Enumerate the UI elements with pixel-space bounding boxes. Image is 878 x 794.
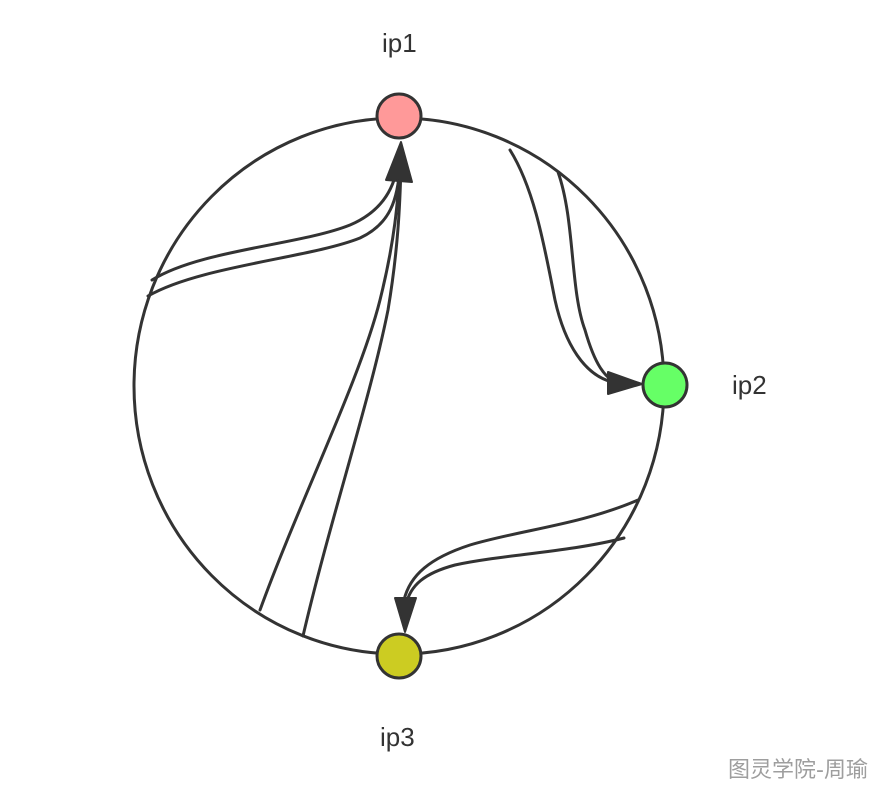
watermark: 图灵学院-周瑜 xyxy=(728,758,868,783)
flow-line xyxy=(508,148,614,384)
flow-line xyxy=(146,163,402,298)
node-label-ip1: ip1 xyxy=(382,28,417,58)
arrow-to-ip1 xyxy=(385,141,413,183)
node-ip3 xyxy=(375,632,423,680)
node-ip2 xyxy=(641,361,689,409)
flow-line xyxy=(301,163,403,638)
node-ip1 xyxy=(375,92,423,140)
flow-lower-right-arc-to-ip3 xyxy=(402,498,640,607)
flow-line xyxy=(556,170,620,386)
node-label-ip2: ip2 xyxy=(732,370,767,400)
flow-line xyxy=(258,163,402,612)
arrow-to-ip3 xyxy=(394,597,417,633)
flow-line xyxy=(402,498,640,602)
flow-right-arc-to-ip2 xyxy=(508,148,620,386)
flow-line xyxy=(404,536,626,607)
node-label-ip3: ip3 xyxy=(380,722,415,752)
flow-lower-left-arc-to-ip1 xyxy=(258,163,403,638)
arrow-to-ip2 xyxy=(607,371,643,395)
flow-line xyxy=(150,158,401,282)
flow-left-arc-to-ip1 xyxy=(146,158,402,298)
